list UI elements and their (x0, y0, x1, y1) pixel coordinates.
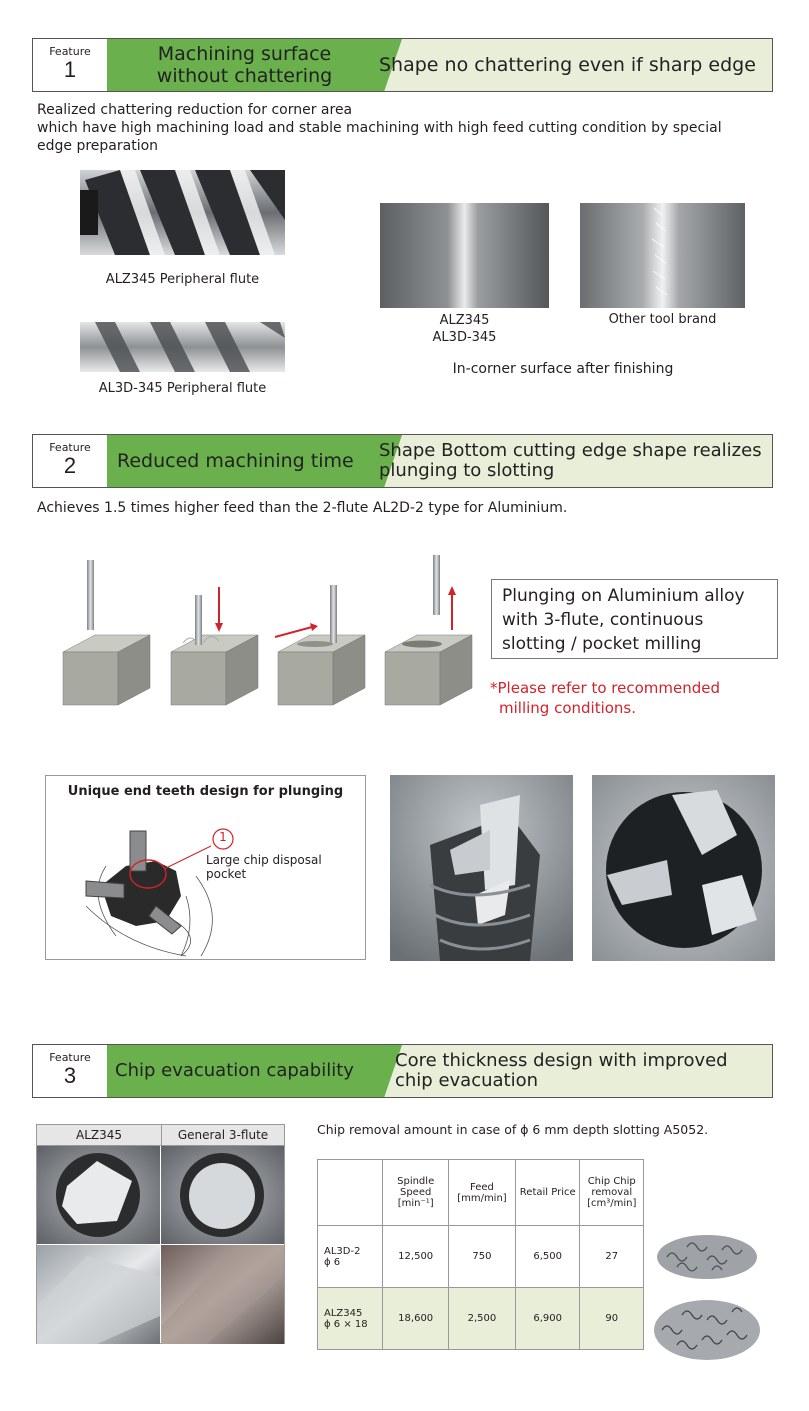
feature-desc-line1: Core thickness design with improved (395, 1050, 728, 1071)
feature-2-header: Feature 2 Reduced machining time Shape B… (32, 434, 773, 488)
callout-text: Large chip disposal pocket (206, 853, 322, 881)
feature-3-badge: Feature 3 (33, 1045, 108, 1097)
feature-label: Feature (49, 1051, 91, 1064)
feature-1-header: Feature 1 Machining surface without chat… (32, 38, 773, 92)
callout-number: 1 (219, 830, 227, 844)
feature-desc-line1: Shape no chattering even if sharp edge (379, 54, 756, 76)
in-corner-caption: In-corner surface after finishing (452, 361, 674, 377)
feature-3-desc: Core thickness design with improved chip… (395, 1045, 770, 1097)
header-price: Retail Price (514, 1159, 581, 1226)
feature-1-desc: Shape no chattering even if sharp edge (379, 39, 769, 91)
al3d345-flute-image (80, 318, 285, 376)
recommended-conditions-note: *Please refer to recommended milling con… (490, 678, 720, 718)
col-header-general: General 3-flute (162, 1125, 284, 1146)
cell-chip: 90 (579, 1287, 644, 1350)
feature-number: 1 (63, 57, 77, 82)
plunging-info-box: Plunging on Aluminium alloy with 3-flute… (491, 579, 778, 659)
header-cell (316, 1159, 384, 1226)
col-header-alz345: ALZ345 (37, 1125, 162, 1146)
feature-desc-line2: plunging to slotting (379, 460, 555, 481)
box-line3: slotting / pocket milling (502, 634, 702, 654)
cell-chip: 27 (579, 1225, 644, 1288)
intro-line1: Realized chattering reduction for corner… (37, 102, 353, 118)
feature-number: 3 (63, 1063, 77, 1088)
header-spindle: Spindle Speed [min⁻¹] (382, 1159, 449, 1226)
alz345-flute-image (80, 160, 285, 265)
header-chip: Chip Chip removal [cm³/min] (579, 1159, 644, 1226)
feature-desc-line2: chip evacuation (395, 1070, 539, 1091)
chips-alz345-photo (652, 1290, 761, 1362)
note-line2: milling conditions. (499, 699, 637, 717)
feature-3-header: Feature 3 Chip evacuation capability Cor… (32, 1044, 773, 1098)
feature-3-title: Chip evacuation capability (107, 1045, 402, 1097)
feature-1-intro: Realized chattering reduction for corner… (37, 101, 777, 155)
alz345-surface-image (380, 203, 549, 308)
cell-price: 6,500 (514, 1225, 581, 1288)
al3d345-flute-caption: AL3D-345 Peripheral flute (98, 381, 267, 396)
diagram-title: Unique end teeth design for plunging (67, 784, 344, 799)
feature-number: 2 (63, 453, 77, 478)
feature-title-line1: Reduced machining time (117, 450, 354, 472)
feature-title-line1: Machining surface (157, 43, 332, 65)
chips-al3d-photo (652, 1212, 761, 1284)
end-mill-end-photo (592, 775, 775, 961)
box-line1: Plunging on Aluminium alloy (502, 586, 745, 606)
note-line1: *Please refer to recommended (490, 679, 721, 697)
feature-1-title: Machining surface without chattering (107, 39, 402, 91)
chip-removal-table: Spindle Speed [min⁻¹] Feed [mm/min] Reta… (316, 1159, 644, 1350)
feature-2-badge: Feature 2 (33, 435, 108, 487)
plunging-sequence-illustration (55, 555, 475, 715)
surface-caption-line2: AL3D-345 (432, 330, 497, 345)
feature-2-intro: Achieves 1.5 times higher feed than the … (37, 500, 568, 516)
end-teeth-diagram: Unique end teeth design for plunging 1 L… (45, 775, 366, 960)
intro-line2: which have high machining load and stabl… (37, 120, 722, 136)
other-brand-surface-image (580, 203, 745, 308)
feature-2-desc: Shape Bottom cutting edge shape realizes… (379, 435, 769, 487)
feature-title-line1: Chip evacuation capability (115, 1060, 354, 1081)
table-header-row: Spindle Speed [min⁻¹] Feed [mm/min] Reta… (316, 1159, 644, 1226)
chip-table-caption: Chip removal amount in case of ϕ 6 mm de… (317, 1122, 709, 1137)
alz345-flute-caption: ALZ345 Peripheral flute (105, 272, 260, 287)
cell-price: 6,900 (514, 1287, 581, 1350)
end-mill-side-photo (390, 775, 573, 961)
surface-caption-line1: ALZ345 (439, 313, 490, 328)
alz345-surface-caption: ALZ345 AL3D-345 (380, 312, 549, 346)
feature-label: Feature (49, 45, 91, 58)
cell-feed: 2,500 (447, 1287, 516, 1350)
feature-label: Feature (49, 441, 91, 454)
box-line2: with 3-flute, continuous (502, 610, 704, 630)
comparison-photo-grid: ALZ345 General 3-flute (36, 1124, 285, 1344)
feature-desc-line1: Shape Bottom cutting edge shape realizes (379, 440, 762, 461)
feature-title-line2: without chattering (156, 65, 333, 87)
feature-1-badge: Feature 1 (33, 39, 108, 91)
cell-feed: 750 (447, 1225, 516, 1288)
cell-speed: 12,500 (382, 1225, 449, 1288)
header-feed: Feed [mm/min] (447, 1159, 516, 1226)
other-brand-caption: Other tool brand (608, 312, 717, 327)
feature-2-title: Reduced machining time (107, 435, 402, 487)
intro-line3: edge preparation (37, 138, 159, 154)
cell-speed: 18,600 (382, 1287, 449, 1350)
